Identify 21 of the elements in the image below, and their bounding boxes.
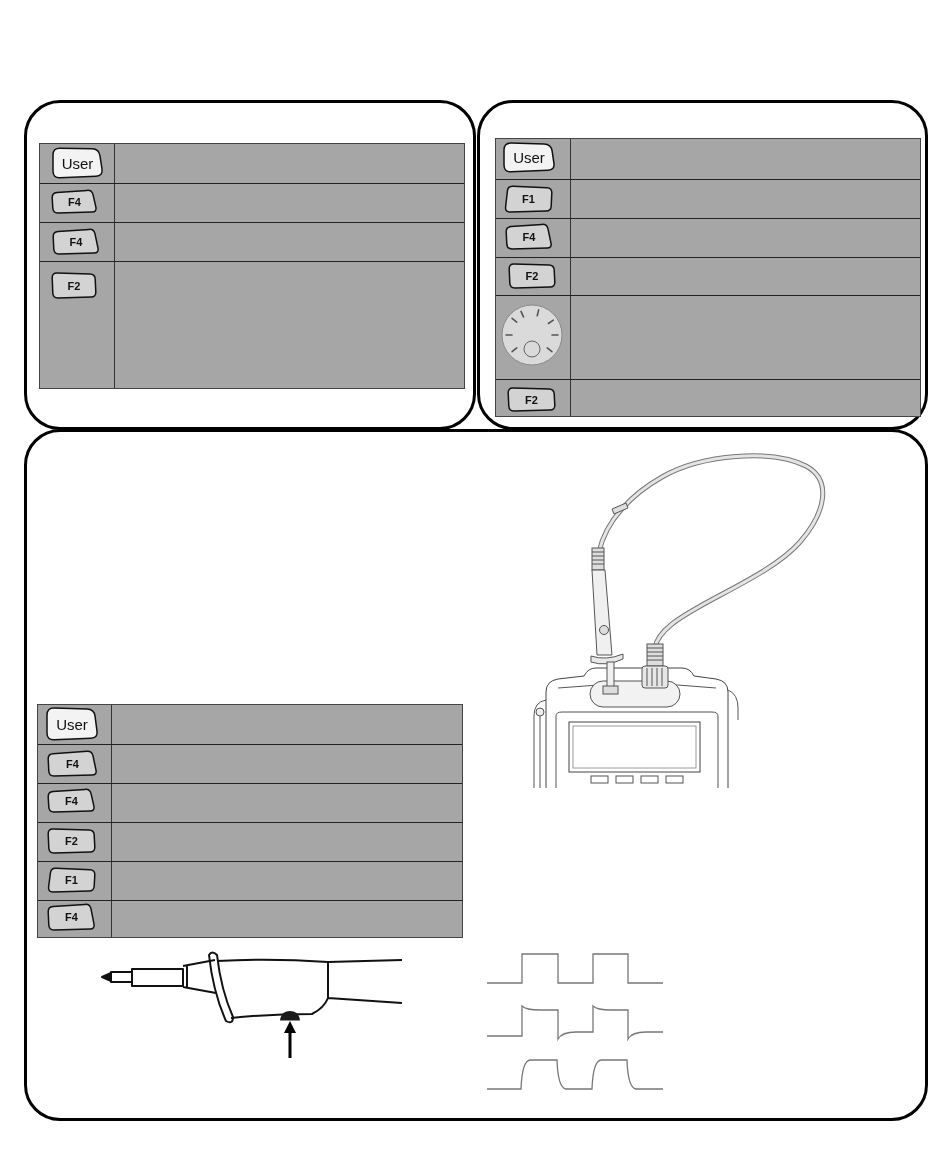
- function-key: F4: [51, 189, 98, 214]
- function-key: F2: [508, 263, 556, 289]
- function-key: F4: [47, 903, 96, 931]
- function-key: F4: [52, 228, 100, 255]
- rotary-knob: [501, 304, 563, 366]
- rounded-panel: [24, 100, 476, 430]
- function-key: F2: [51, 272, 97, 299]
- rounded-panel: [24, 429, 928, 1121]
- rounded-panel: [477, 100, 928, 430]
- probe-button: [279, 1010, 301, 1021]
- user-key: User: [502, 142, 556, 173]
- function-key: F2: [47, 828, 96, 854]
- arrow: [284, 1021, 296, 1058]
- function-key: F4: [47, 750, 98, 777]
- function-key: F4: [47, 788, 96, 813]
- function-key: F1: [47, 867, 96, 893]
- function-key: F2: [507, 387, 556, 412]
- function-key: F1: [504, 185, 553, 213]
- user-key: User: [51, 147, 104, 179]
- function-key: F4: [505, 223, 553, 250]
- user-key: User: [45, 707, 99, 741]
